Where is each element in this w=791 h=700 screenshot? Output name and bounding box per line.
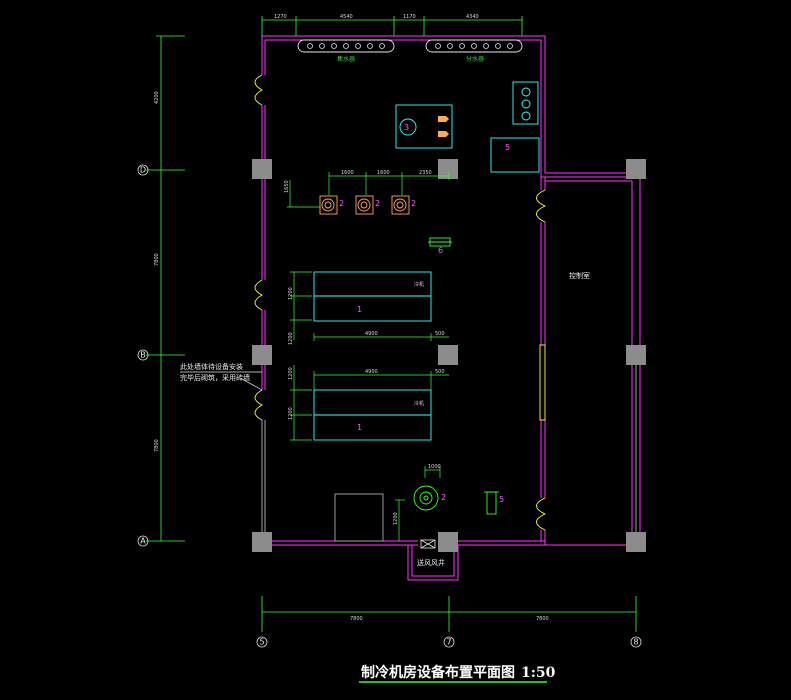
collector-right-label: 分水器 (466, 55, 484, 63)
pump-spacing-1: 1600 (341, 170, 354, 176)
small-device (428, 237, 452, 247)
grid-axis-a: A (140, 537, 146, 546)
softener-arrows (438, 116, 449, 137)
chiller-1-dims (290, 271, 449, 341)
top-dimension-chain (261, 16, 523, 36)
control-room-label: 控制室 (569, 271, 590, 280)
collector-left (297, 39, 395, 53)
bottom-dimension-chain (261, 596, 637, 632)
pump-3 (391, 195, 410, 215)
drawing-title: 制冷机房设备布置平面图 (361, 664, 515, 681)
note-line-2: 完毕后砌筑，采用砖墙 (180, 373, 250, 382)
drawing-scale: 1:50 (521, 665, 556, 681)
left-dimension-chain (146, 35, 185, 542)
left-dim-3: 7800 (154, 439, 160, 452)
chiller-2-width-2: 1200 (288, 407, 294, 420)
left-dim-1: 4200 (154, 91, 160, 104)
softener-box (395, 104, 453, 149)
chiller-1-width-1: 1200 (288, 287, 294, 300)
grid-axis-7: 7 (446, 638, 451, 647)
collector-right (425, 39, 523, 53)
pump-3-number: 2 (411, 199, 416, 208)
chiller-2-tag: 冷机 (414, 400, 424, 407)
top-dim-3: 1170 (403, 14, 416, 20)
device-right (484, 491, 499, 515)
chiller-1-offset: 500 (435, 331, 445, 337)
chiller-2-number: 1 (357, 423, 362, 432)
chiller-1-width-2: 1200 (288, 332, 294, 345)
storage-box (334, 493, 384, 542)
expansion-tank-box (490, 137, 540, 173)
doors (254, 74, 547, 531)
top-dim-2: 4540 (340, 14, 353, 20)
pump-spacing-3: 2350 (419, 170, 432, 176)
tank-number: 2 (441, 493, 446, 502)
bottom-dim-2: 7800 (536, 616, 549, 622)
grid-bubbles (137, 164, 642, 648)
top-dim-1: 1270 (274, 14, 287, 20)
bottom-offset: 1200 (393, 512, 399, 525)
grid-axis-5: 5 (259, 638, 264, 647)
chiller-1-number: 1 (357, 305, 362, 314)
tank-dims (395, 466, 441, 541)
bottom-dim-1: 7800 (350, 616, 363, 622)
pump-2-number: 2 (375, 199, 380, 208)
chiller-1 (313, 271, 432, 322)
grid-axis-d: D (140, 166, 146, 175)
top-dim-4: 4340 (466, 14, 479, 20)
chiller-2-width-1: 1200 (288, 367, 294, 380)
pump-2 (355, 195, 374, 215)
chiller-2-length: 4900 (365, 369, 378, 375)
water-treatment-unit (512, 81, 539, 125)
note-leader (180, 371, 263, 391)
device-number: 5 (499, 495, 504, 504)
small-device-number: 6 (438, 246, 443, 255)
softener-tag: 3 (404, 123, 409, 132)
tank-dia: 1000 (428, 464, 441, 470)
left-wall-temp (261, 365, 637, 535)
chiller-1-length: 4900 (365, 331, 378, 337)
pump-1 (319, 195, 338, 215)
pump-dimension-lines (287, 172, 450, 208)
sliding-window (539, 344, 546, 421)
left-dim-2: 7800 (154, 253, 160, 266)
pump-1-number: 2 (339, 199, 344, 208)
chiller-2-offset: 500 (435, 369, 445, 375)
pump-spacing-2: 1600 (377, 170, 390, 176)
grid-axis-b: B (140, 351, 146, 360)
note-line-1: 此处墙体待设备安装 (180, 362, 243, 371)
exhaust-marker (420, 539, 436, 549)
chiller-2 (313, 389, 432, 441)
tank (413, 485, 439, 511)
chiller-2-dims (290, 365, 449, 441)
exhaust-label: 送风风井 (417, 558, 445, 567)
chiller-1-tag: 冷机 (414, 281, 424, 288)
columns (252, 159, 646, 552)
box-number: 5 (505, 143, 510, 152)
pump-offset: 1650 (284, 180, 290, 193)
grid-axis-8: 8 (633, 638, 638, 647)
collector-left-label: 集水器 (337, 55, 355, 63)
